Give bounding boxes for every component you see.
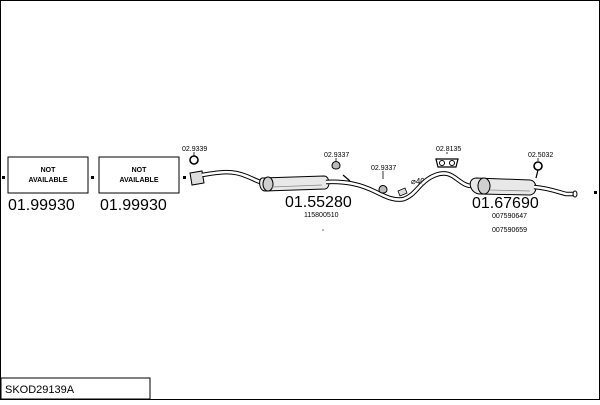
center-muffler-end (262, 176, 274, 192)
hanger-a-code: 02.9337 (324, 152, 349, 159)
not-available-line2-2: AVAILABLE (119, 177, 158, 184)
not-available-line1-2: NOT (132, 167, 148, 174)
clamp-stem (535, 169, 539, 179)
rear-muffler-shade (489, 189, 531, 192)
not-available-box-1 (7, 156, 89, 194)
box-end-marker (183, 176, 186, 179)
center-muffler-shade (271, 184, 323, 188)
part-code-box-2: 01.99930 (100, 197, 167, 214)
pipe-diameter-label: ⌀40 (411, 177, 425, 186)
pipe-joint-icon (397, 187, 408, 197)
rear-muffler-inlet (477, 177, 491, 195)
rubber-mount-hole-left (439, 160, 445, 166)
clamp-code: 02.5032 (528, 152, 553, 159)
center-muffler-oem: 115800510 (304, 212, 339, 219)
ring-left-code: 02.9339 (182, 146, 207, 153)
diagram-title: SKOD29139A (5, 384, 75, 396)
not-available-line1-1: NOT (41, 167, 57, 174)
rear-muffler-oem-1: 007590647 (492, 213, 527, 220)
tail-pipe-tip (572, 190, 578, 198)
not-available-box-2 (98, 156, 180, 194)
center-muffler-icon (259, 175, 330, 192)
hanger-a-arm (342, 174, 351, 182)
clamp-icon (533, 161, 543, 171)
center-muffler-dot (322, 229, 324, 231)
part-code-box-1: 01.99930 (8, 197, 75, 214)
front-flange-icon (189, 170, 205, 186)
center-muffler-code: 01.55280 (285, 194, 352, 211)
right-end-marker (594, 191, 597, 194)
title-box (0, 377, 151, 400)
hanger-b-code: 02.9337 (371, 165, 396, 172)
tail-pipe-inner (533, 185, 574, 196)
bracket-code: 02.8135 (436, 146, 461, 153)
rear-muffler-oem-2: 007590659 (492, 227, 527, 234)
box-join-marker (91, 176, 94, 179)
hanger-a-icon (331, 161, 341, 170)
middle-pipe-inner (325, 180, 423, 201)
seal-ring-icon (189, 155, 199, 165)
left-end-marker (2, 176, 5, 179)
rear-muffler-code: 01.67690 (472, 195, 539, 212)
hanger-b-icon (378, 185, 388, 194)
not-available-line2-1: AVAILABLE (28, 177, 67, 184)
rear-intermediate-pipe-inner (421, 172, 473, 188)
rubber-mount-hole-right (449, 160, 455, 166)
